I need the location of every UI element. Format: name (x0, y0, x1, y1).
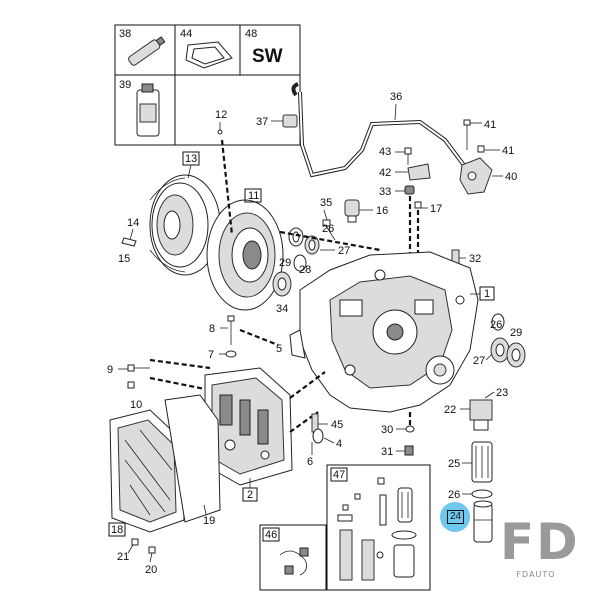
dashed-guide-shaft (279, 230, 381, 252)
fdauto-text: FDAUTO (516, 570, 556, 579)
callout-8: 8 (209, 323, 215, 335)
label-44: 44 (180, 28, 192, 40)
callout-6: 6 (307, 456, 313, 468)
filter-cap-24 (473, 500, 493, 543)
callout-4: 4 (336, 438, 342, 450)
callout-32: 32 (469, 253, 481, 265)
sw-label: SW (252, 46, 283, 67)
kit-box-46: 46 (259, 524, 327, 591)
filter-element-25 (471, 441, 493, 483)
oil-bottle-icon (136, 83, 160, 137)
callout-33: 33 (379, 186, 391, 198)
dashed-guide-10 (149, 376, 211, 392)
callout-17: 17 (430, 203, 442, 215)
callout-1: 1 (484, 288, 490, 300)
pipe-bracket-42 (407, 163, 431, 181)
callout-13: 13 (185, 153, 197, 165)
label-39: 39 (119, 79, 131, 91)
filter-head-22 (469, 399, 493, 431)
callout-29b: 29 (510, 327, 522, 339)
callout-37: 37 (256, 116, 268, 128)
callout-41b: 41 (502, 145, 514, 157)
callout-11: 11 (248, 190, 259, 202)
callout-5: 5 (276, 343, 282, 355)
kit-box-47: 47 (326, 464, 431, 591)
callout-14: 14 (127, 217, 139, 229)
callout-26c: 26 (448, 489, 460, 501)
transmission-housing (289, 251, 479, 413)
callout-41a: 41 (484, 119, 496, 131)
valve-body (204, 367, 293, 486)
bolt-41a (463, 119, 471, 150)
label-48: 48 (245, 28, 257, 40)
dashed-guide-5 (239, 328, 279, 347)
flex-plate (206, 199, 284, 311)
callout-26b: 26 (490, 319, 502, 331)
dashed-guide-9 (149, 358, 211, 370)
callout-34: 34 (276, 303, 288, 315)
oil-pan (109, 409, 185, 533)
callout-40: 40 (505, 171, 517, 183)
callout-23: 23 (496, 387, 508, 399)
fdauto-watermark-logo: FD FDAUTO (500, 510, 580, 592)
torque-converter (149, 174, 221, 276)
callout-45: 45 (331, 419, 343, 431)
seal-26b (491, 313, 505, 331)
callout-35: 35 (320, 197, 332, 209)
pan-gasket-19 (164, 394, 221, 523)
box-11 (244, 188, 262, 203)
oring-26c (471, 489, 493, 499)
kit-grid: 38 44 48 39 SW (114, 24, 301, 146)
callout-2: 2 (247, 489, 253, 501)
callout-47: 47 (333, 469, 345, 481)
fd-letters: FD (500, 513, 580, 571)
box-1 (479, 286, 495, 301)
callout-7: 7 (208, 349, 214, 361)
callout-9: 9 (107, 364, 113, 376)
callout-42: 42 (379, 167, 391, 179)
callout-10: 10 (130, 399, 142, 411)
callout-25: 25 (448, 458, 460, 470)
callout-27b: 27 (473, 355, 485, 367)
callout-15: 15 (118, 253, 130, 265)
callout-19: 19 (203, 515, 215, 527)
bracket-40 (459, 157, 493, 195)
callout-27a: 27 (338, 245, 350, 257)
pipe-clip-37 (282, 114, 298, 128)
callout-46: 46 (265, 529, 277, 541)
callout-21: 21 (117, 551, 129, 563)
label-38: 38 (119, 28, 131, 40)
box-18 (108, 522, 126, 537)
callout-24[interactable]: 24 (447, 510, 464, 524)
callout-18: 18 (111, 524, 123, 536)
callout-20: 20 (145, 564, 157, 576)
callout-30: 30 (381, 424, 393, 436)
callout-29a: 29 (279, 257, 291, 269)
callout-16: 16 (376, 205, 388, 217)
gasket-icon (185, 41, 233, 69)
grease-tube-icon (128, 36, 166, 66)
callout-28: 28 (299, 264, 311, 276)
callout-43: 43 (379, 146, 391, 158)
callout-12: 12 (215, 109, 227, 121)
callout-31: 31 (381, 446, 393, 458)
dashed-guide-valve (289, 371, 326, 399)
callout-22: 22 (444, 404, 456, 416)
callout-36: 36 (390, 91, 402, 103)
cooler-pipe (298, 91, 468, 178)
highlight-callout-24[interactable] (440, 502, 470, 532)
sensor-16 (344, 199, 360, 223)
callout-26a: 26 (322, 223, 334, 235)
